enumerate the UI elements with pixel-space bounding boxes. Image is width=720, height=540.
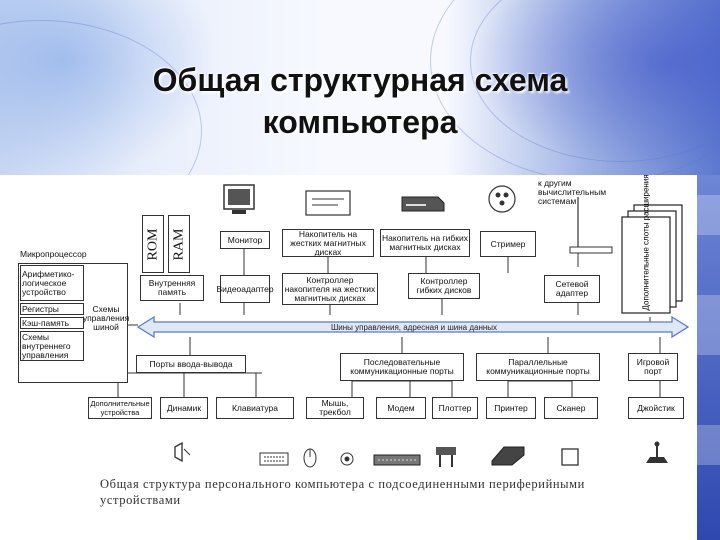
printer-box: Принтер <box>486 397 536 419</box>
bus-control-box: Схемы управления шиной <box>83 293 129 343</box>
video-adapter-box: Видеоадаптер <box>216 275 274 303</box>
caption-line1: Общая структура персонального компьютера… <box>100 477 585 491</box>
microprocessor-label: Микропроцессор <box>20 249 87 259</box>
io-ports-box: Порты ввода-вывода <box>136 355 246 373</box>
hdd-icon <box>305 190 351 216</box>
system-bus-arrow <box>136 315 690 339</box>
mouse-box: Мышь, трекбол <box>306 397 364 419</box>
registers-box: Регистры <box>20 303 84 315</box>
plotter-box: Плоттер <box>432 397 478 419</box>
game-port-box: Игровой порт <box>628 353 678 381</box>
joystick-box: Джойстик <box>628 397 684 419</box>
scanner-icon <box>561 448 579 466</box>
header-background: Общая структурная схема компьютера <box>0 0 720 175</box>
speaker-box: Динамик <box>160 397 208 419</box>
keyboard-icon <box>259 452 289 466</box>
fdd-icon <box>401 196 445 212</box>
internal-control-box: Схемы внутреннего управления <box>20 331 84 361</box>
slide-title-line1: Общая структурная схема <box>152 62 568 98</box>
scanner-box: Сканер <box>544 397 598 419</box>
extra-devices-box: Дополнительные устройства <box>88 397 152 419</box>
expansion-slots-label-wrap: Дополнительные слоты расширения <box>622 173 670 313</box>
serial-ports-box: Последовательные коммуникационные порты <box>340 353 464 381</box>
hdd-box: Накопитель на жестких магнитных дисках <box>282 229 374 257</box>
printer-icon <box>491 446 525 466</box>
diagram-panel: к другим вычислительным системам Микропр… <box>12 173 694 533</box>
plotter-icon <box>436 447 456 467</box>
rom-box: ROM <box>142 215 164 273</box>
fdd-controller-box: Контроллер гибких дисков <box>408 273 480 299</box>
caption-line2: устройствами <box>100 493 181 507</box>
speaker-icon <box>174 441 191 463</box>
decorative-side-strip <box>697 175 720 540</box>
expansion-slots-icon <box>621 204 683 314</box>
internal-memory-box: Внутренняя память <box>140 275 204 301</box>
parallel-ports-box: Параллельные коммуникационные порты <box>476 353 600 381</box>
fdd-box: Накопитель на гибких магнитных дисках <box>380 229 470 257</box>
streamer-box: Стример <box>480 231 536 257</box>
keyboard-box: Клавиатура <box>216 397 294 419</box>
joystick-icon <box>646 441 668 463</box>
alu-box: Арифметико-логическое устройство <box>20 265 84 301</box>
hdd-controller-box: Контроллер накопителя на жестких магнитн… <box>282 273 378 305</box>
modem-box: Модем <box>376 397 426 419</box>
monitor-box: Монитор <box>220 231 270 249</box>
slide-title-line2: компьютера <box>262 104 458 140</box>
network-label: к другим вычислительным системам <box>538 178 607 206</box>
bus-label: Шины управления, адресная и шина данных <box>330 323 498 332</box>
expansion-slots-label: Дополнительные слоты расширения <box>641 173 651 310</box>
network-antenna-icon <box>569 197 613 267</box>
ram-box: RAM <box>168 215 190 273</box>
streamer-icon <box>488 185 516 213</box>
monitor-icon <box>223 184 255 214</box>
network-adapter-box: Сетевой адаптер <box>544 275 600 303</box>
mouse-icon <box>303 448 317 468</box>
modem-icon <box>373 454 421 466</box>
cache-box: Кэш-память <box>20 317 84 329</box>
diagram-graphics <box>114 184 690 468</box>
trackball-icon <box>340 452 354 466</box>
